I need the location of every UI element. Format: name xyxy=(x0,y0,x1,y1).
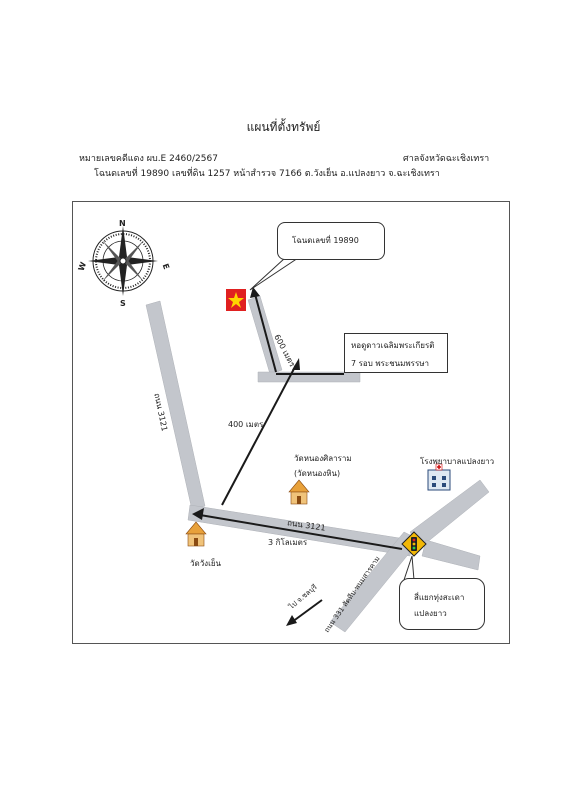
deed-callout: โฉนดเลขที่ 19890 xyxy=(277,222,385,260)
temple-wangyen-label: วัดวังเย็น xyxy=(190,559,221,568)
tower-callout-line2: 7 รอบ พระชนมพรรษา xyxy=(351,359,430,368)
tower-callout: หอดูดาวเฉลิมพระเกียรติ 7 รอบ พระชนมพรรษา xyxy=(344,333,448,373)
temple-nongsila-icon xyxy=(288,479,310,505)
roads xyxy=(145,295,490,633)
intersection-callout-pointer xyxy=(403,555,415,581)
intersection-callout-line2: แปลงยาว xyxy=(414,609,447,618)
compass-s: S xyxy=(120,299,126,308)
arrow-3121-head xyxy=(192,508,204,520)
case-number: หมายเลขคดีแดง ผบ.E 2460/2567 xyxy=(79,154,218,164)
deed-callout-pointer xyxy=(249,257,300,291)
arrow-chonburi-head xyxy=(286,615,297,626)
temple-nongsila-label: วัดหนองศิลาราม xyxy=(294,454,352,463)
map-title: แผนที่ตั้งทรัพย์ xyxy=(246,120,321,134)
route-3121-line xyxy=(199,514,403,550)
compass-n: N xyxy=(119,219,126,228)
intersection-callout-line1: สี่แยกทุ่งสะเดา xyxy=(414,593,465,602)
distance-3km-label: 3 กิโลเมตร xyxy=(268,538,308,547)
court-name: ศาลจังหวัดฉะเชิงเทรา xyxy=(403,154,490,164)
tower-callout-line1: หอดูดาวเฉลิมพระเกียรติ xyxy=(351,341,435,350)
route-chonburi-line xyxy=(291,599,323,623)
intersection-callout: สี่แยกทุ่งสะเดา แปลงยาว xyxy=(399,578,485,630)
traffic-light-sign-icon xyxy=(401,531,427,557)
distance-400m-label: 400 เมตร xyxy=(228,420,264,429)
route xyxy=(199,293,403,623)
property-marker-icon xyxy=(226,289,246,311)
deed-info: โฉนดเลขที่ 19890 เลขที่ดิน 1257 หน้าสำรว… xyxy=(94,169,440,179)
hospital-icon xyxy=(427,463,451,491)
compass-rose-icon xyxy=(88,226,158,296)
arrow-400m-head xyxy=(292,358,300,370)
route-400m-line xyxy=(221,364,297,506)
route-600m-line xyxy=(254,293,277,373)
temple-nongsila-alt-label: (วัดหนองหิน) xyxy=(294,469,341,478)
map-frame xyxy=(72,201,510,644)
road-3121-main xyxy=(187,504,413,557)
road-hospital-spur xyxy=(421,539,481,571)
deed-callout-text: โฉนดเลขที่ 19890 xyxy=(292,236,359,245)
arrow-600m-head xyxy=(250,287,260,298)
temple-wangyen-icon xyxy=(185,521,207,547)
route-arrowheads xyxy=(192,287,300,626)
hospital-label: โรงพยาบาลแปลงยาว xyxy=(420,457,495,466)
road-west-3121 xyxy=(145,300,206,511)
